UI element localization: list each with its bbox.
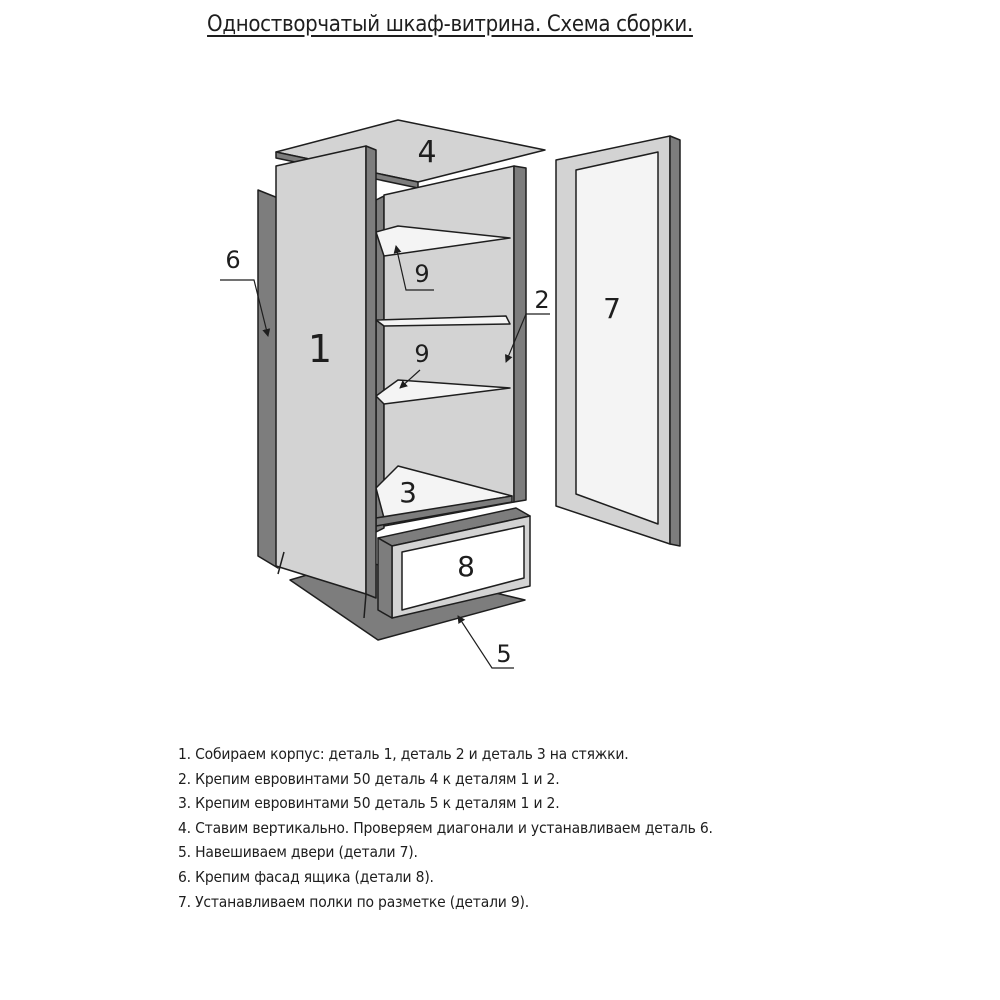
door-glass xyxy=(575,151,659,525)
leader-part-6 xyxy=(220,279,271,337)
shelf-part-9-top xyxy=(375,225,511,257)
label-part-8: 8 xyxy=(457,550,475,583)
assembly-step: 1. Собираем корпус: деталь 1, деталь 2 и… xyxy=(178,745,629,763)
back-panel-part-6 xyxy=(257,189,279,569)
label-part-6: 6 xyxy=(225,246,240,274)
left-side-leg-back xyxy=(277,551,285,575)
assembly-diagram: 4 6 1 9 9 2 7 3 8 5 xyxy=(220,119,681,669)
diagram-title: Одностворчатый шкаф-витрина. Схема сборк… xyxy=(207,12,693,37)
leader-part-9-lower xyxy=(399,369,421,389)
label-part-9-upper: 9 xyxy=(414,260,429,288)
right-side-panel-edge xyxy=(513,165,527,503)
door-frame-edge xyxy=(669,135,681,547)
left-side-leg-front xyxy=(363,593,367,619)
left-side-panel-edge xyxy=(365,145,377,599)
assembly-step: 5. Навешиваем двери (детали 7). xyxy=(178,843,418,862)
assembly-step: 3. Крепим евровинтами 50 деталь 5 к дета… xyxy=(178,794,560,813)
label-part-9-lower: 9 xyxy=(414,340,429,368)
shelf-part-9-lower xyxy=(375,379,511,405)
label-part-1: 1 xyxy=(308,327,332,371)
assembly-step: 4. Ставим вертикально. Проверяем диагона… xyxy=(178,818,713,837)
label-part-2: 2 xyxy=(534,286,549,314)
shelf-part-9-middle xyxy=(375,315,511,327)
leader-part-9-upper xyxy=(393,245,434,291)
label-part-4: 4 xyxy=(417,135,436,170)
drawer-front-inset xyxy=(401,525,525,611)
leader-part-2 xyxy=(505,313,550,363)
leader-part-5 xyxy=(457,615,514,669)
assembly-steps-list: 1. Собираем корпус: деталь 1, деталь 2 и… xyxy=(178,742,713,914)
assembly-step: 2. Крепим евровинтами 50 деталь 4 к дета… xyxy=(178,769,560,788)
label-part-5: 5 xyxy=(496,640,511,668)
label-part-7: 7 xyxy=(603,292,621,325)
drawer-side xyxy=(377,537,393,619)
assembly-step: 6. Крепим фасад ящика (детали 8). xyxy=(178,867,434,886)
label-part-3: 3 xyxy=(399,476,417,509)
assembly-step: 7. Устанавливаем полки по разметке (дета… xyxy=(178,892,530,911)
